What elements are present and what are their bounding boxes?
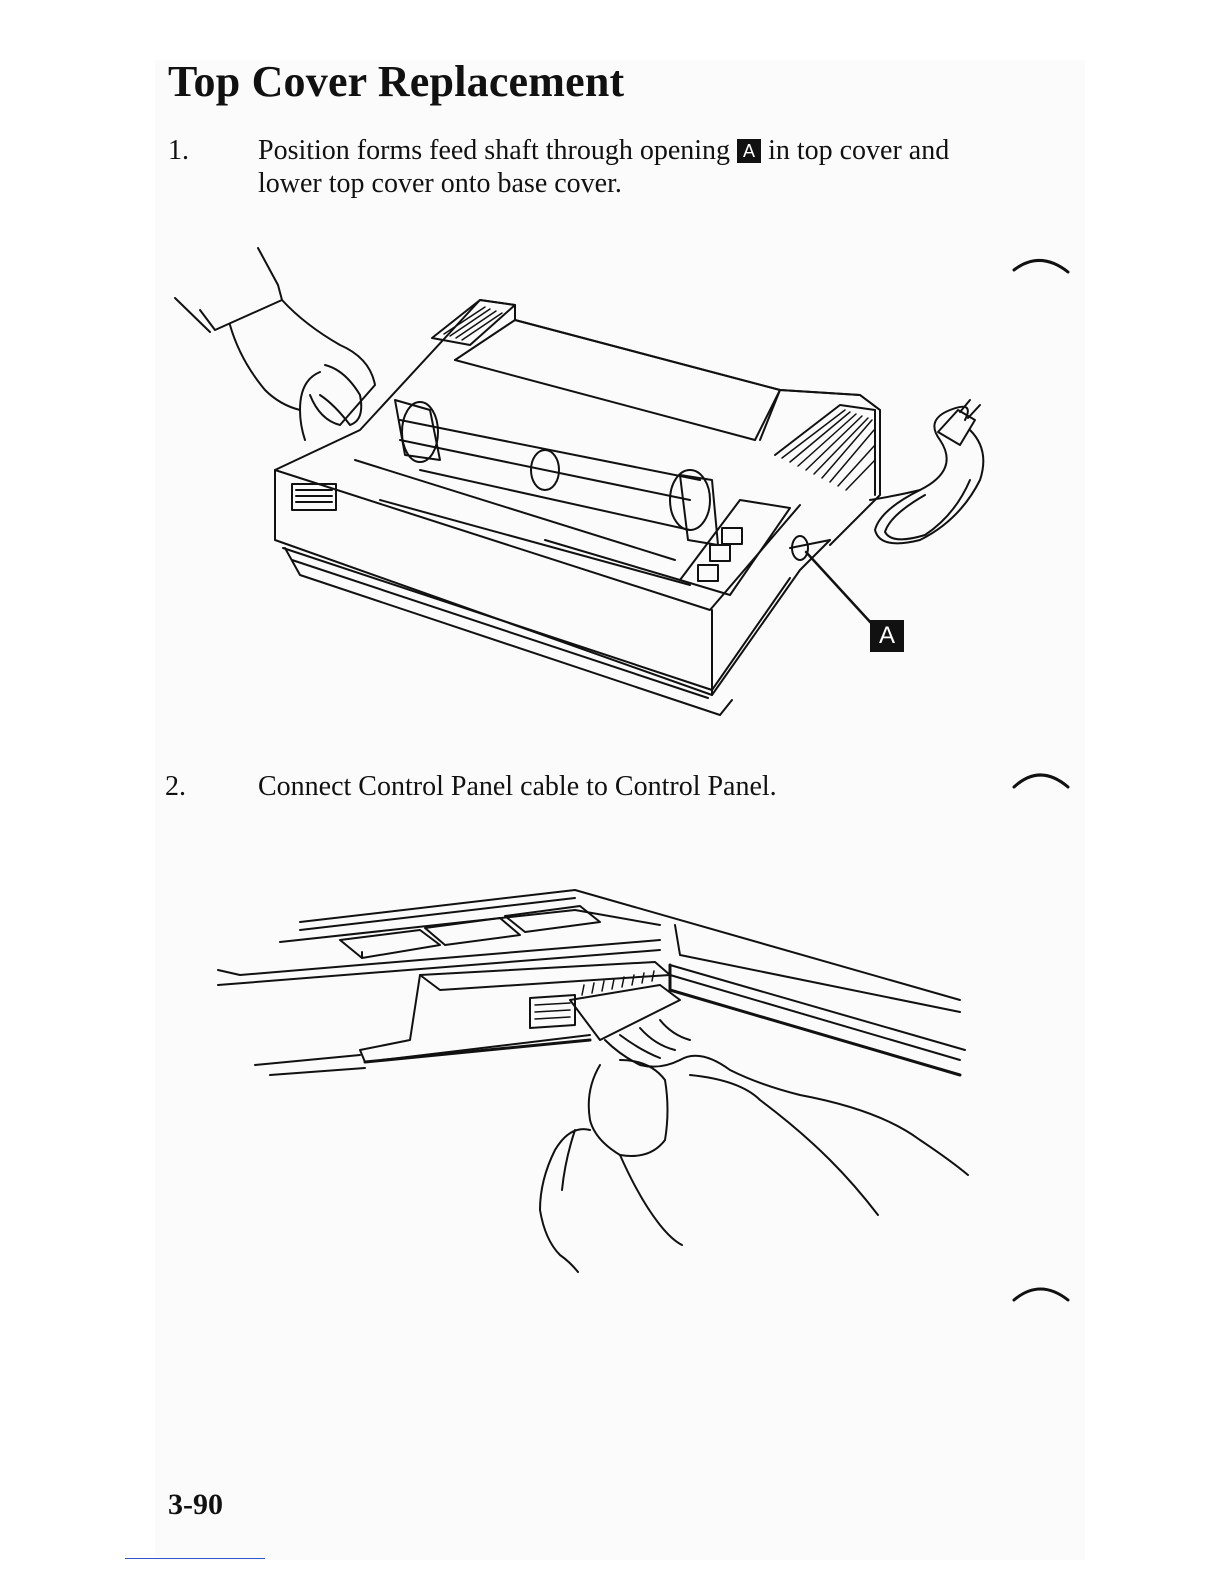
page-number: 3-90	[168, 1488, 223, 1522]
footer-rule	[125, 1558, 265, 1559]
